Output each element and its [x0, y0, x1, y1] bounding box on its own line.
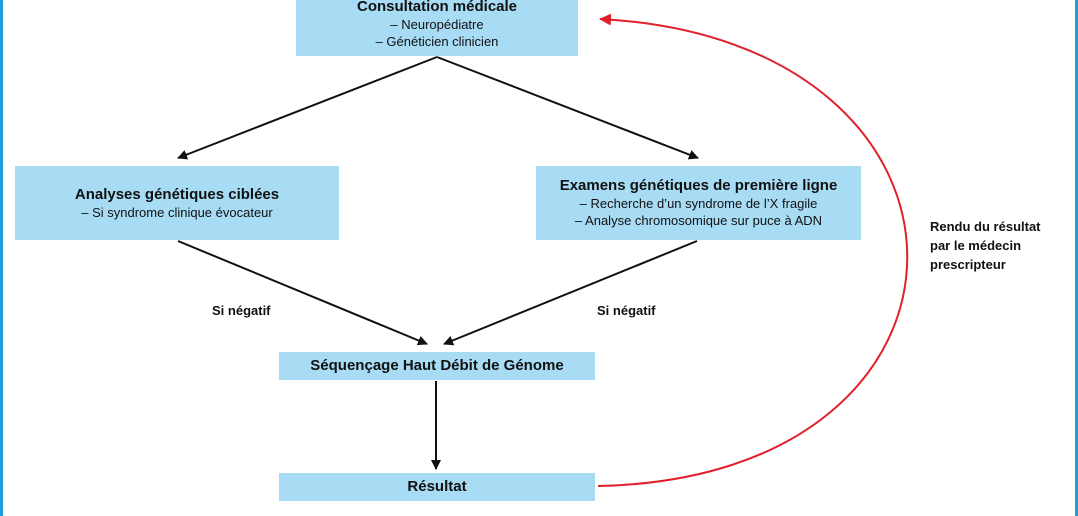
return-label-line-3: prescripteur: [930, 257, 1006, 272]
arrow-consult-to-first-line: [436, 56, 699, 160]
sequencing-title: Séquençage Haut Débit de Génome: [310, 357, 564, 374]
consultation-item-neuropediatre: – Neuropédiatre: [390, 17, 484, 32]
consultation-item-geneticien: – Généticien clinicien: [375, 34, 499, 49]
arrow-targeted-to-sequencing: [177, 240, 428, 346]
frame-border-left: [0, 0, 3, 516]
first-line-item-fragile-x: – Recherche d’un syndrome de l’X fragile: [579, 196, 818, 211]
first-line-exams-box: Examens génétiques de première ligne – R…: [536, 166, 861, 240]
sequencing-box: Séquençage Haut Débit de Génome: [279, 352, 595, 380]
return-label-line-1: Rendu du résultat: [930, 219, 1041, 234]
return-label-line-2: par le médecin: [930, 238, 1022, 253]
arrow-first-line-to-sequencing: [443, 240, 698, 346]
result-title: Résultat: [407, 478, 467, 495]
first-line-item-dna-chip: – Analyse chromosomique sur puce à ADN: [574, 213, 823, 228]
targeted-analyses-item: – Si syndrome clinique évocateur: [81, 204, 273, 220]
arrow-consult-to-targeted: [177, 56, 438, 160]
targeted-analyses-title: Analyses génétiques ciblées: [74, 185, 280, 203]
negative-label-left: Si négatif: [212, 303, 271, 318]
frame-border-right: [1075, 0, 1078, 516]
result-box: Résultat: [279, 473, 595, 501]
negative-label-right: Si négatif: [597, 303, 656, 318]
return-arrow-result-to-consultation: [597, 13, 909, 487]
consultation-box: Consultation médicale – Neuropédiatre – …: [296, 0, 578, 56]
return-label: Rendu du résultat par le médecin prescri…: [930, 217, 1041, 274]
first-line-exams-title: Examens génétiques de première ligne: [559, 177, 838, 194]
consultation-title: Consultation médicale: [356, 0, 518, 15]
targeted-analyses-box: Analyses génétiques ciblées – Si syndrom…: [15, 166, 339, 240]
